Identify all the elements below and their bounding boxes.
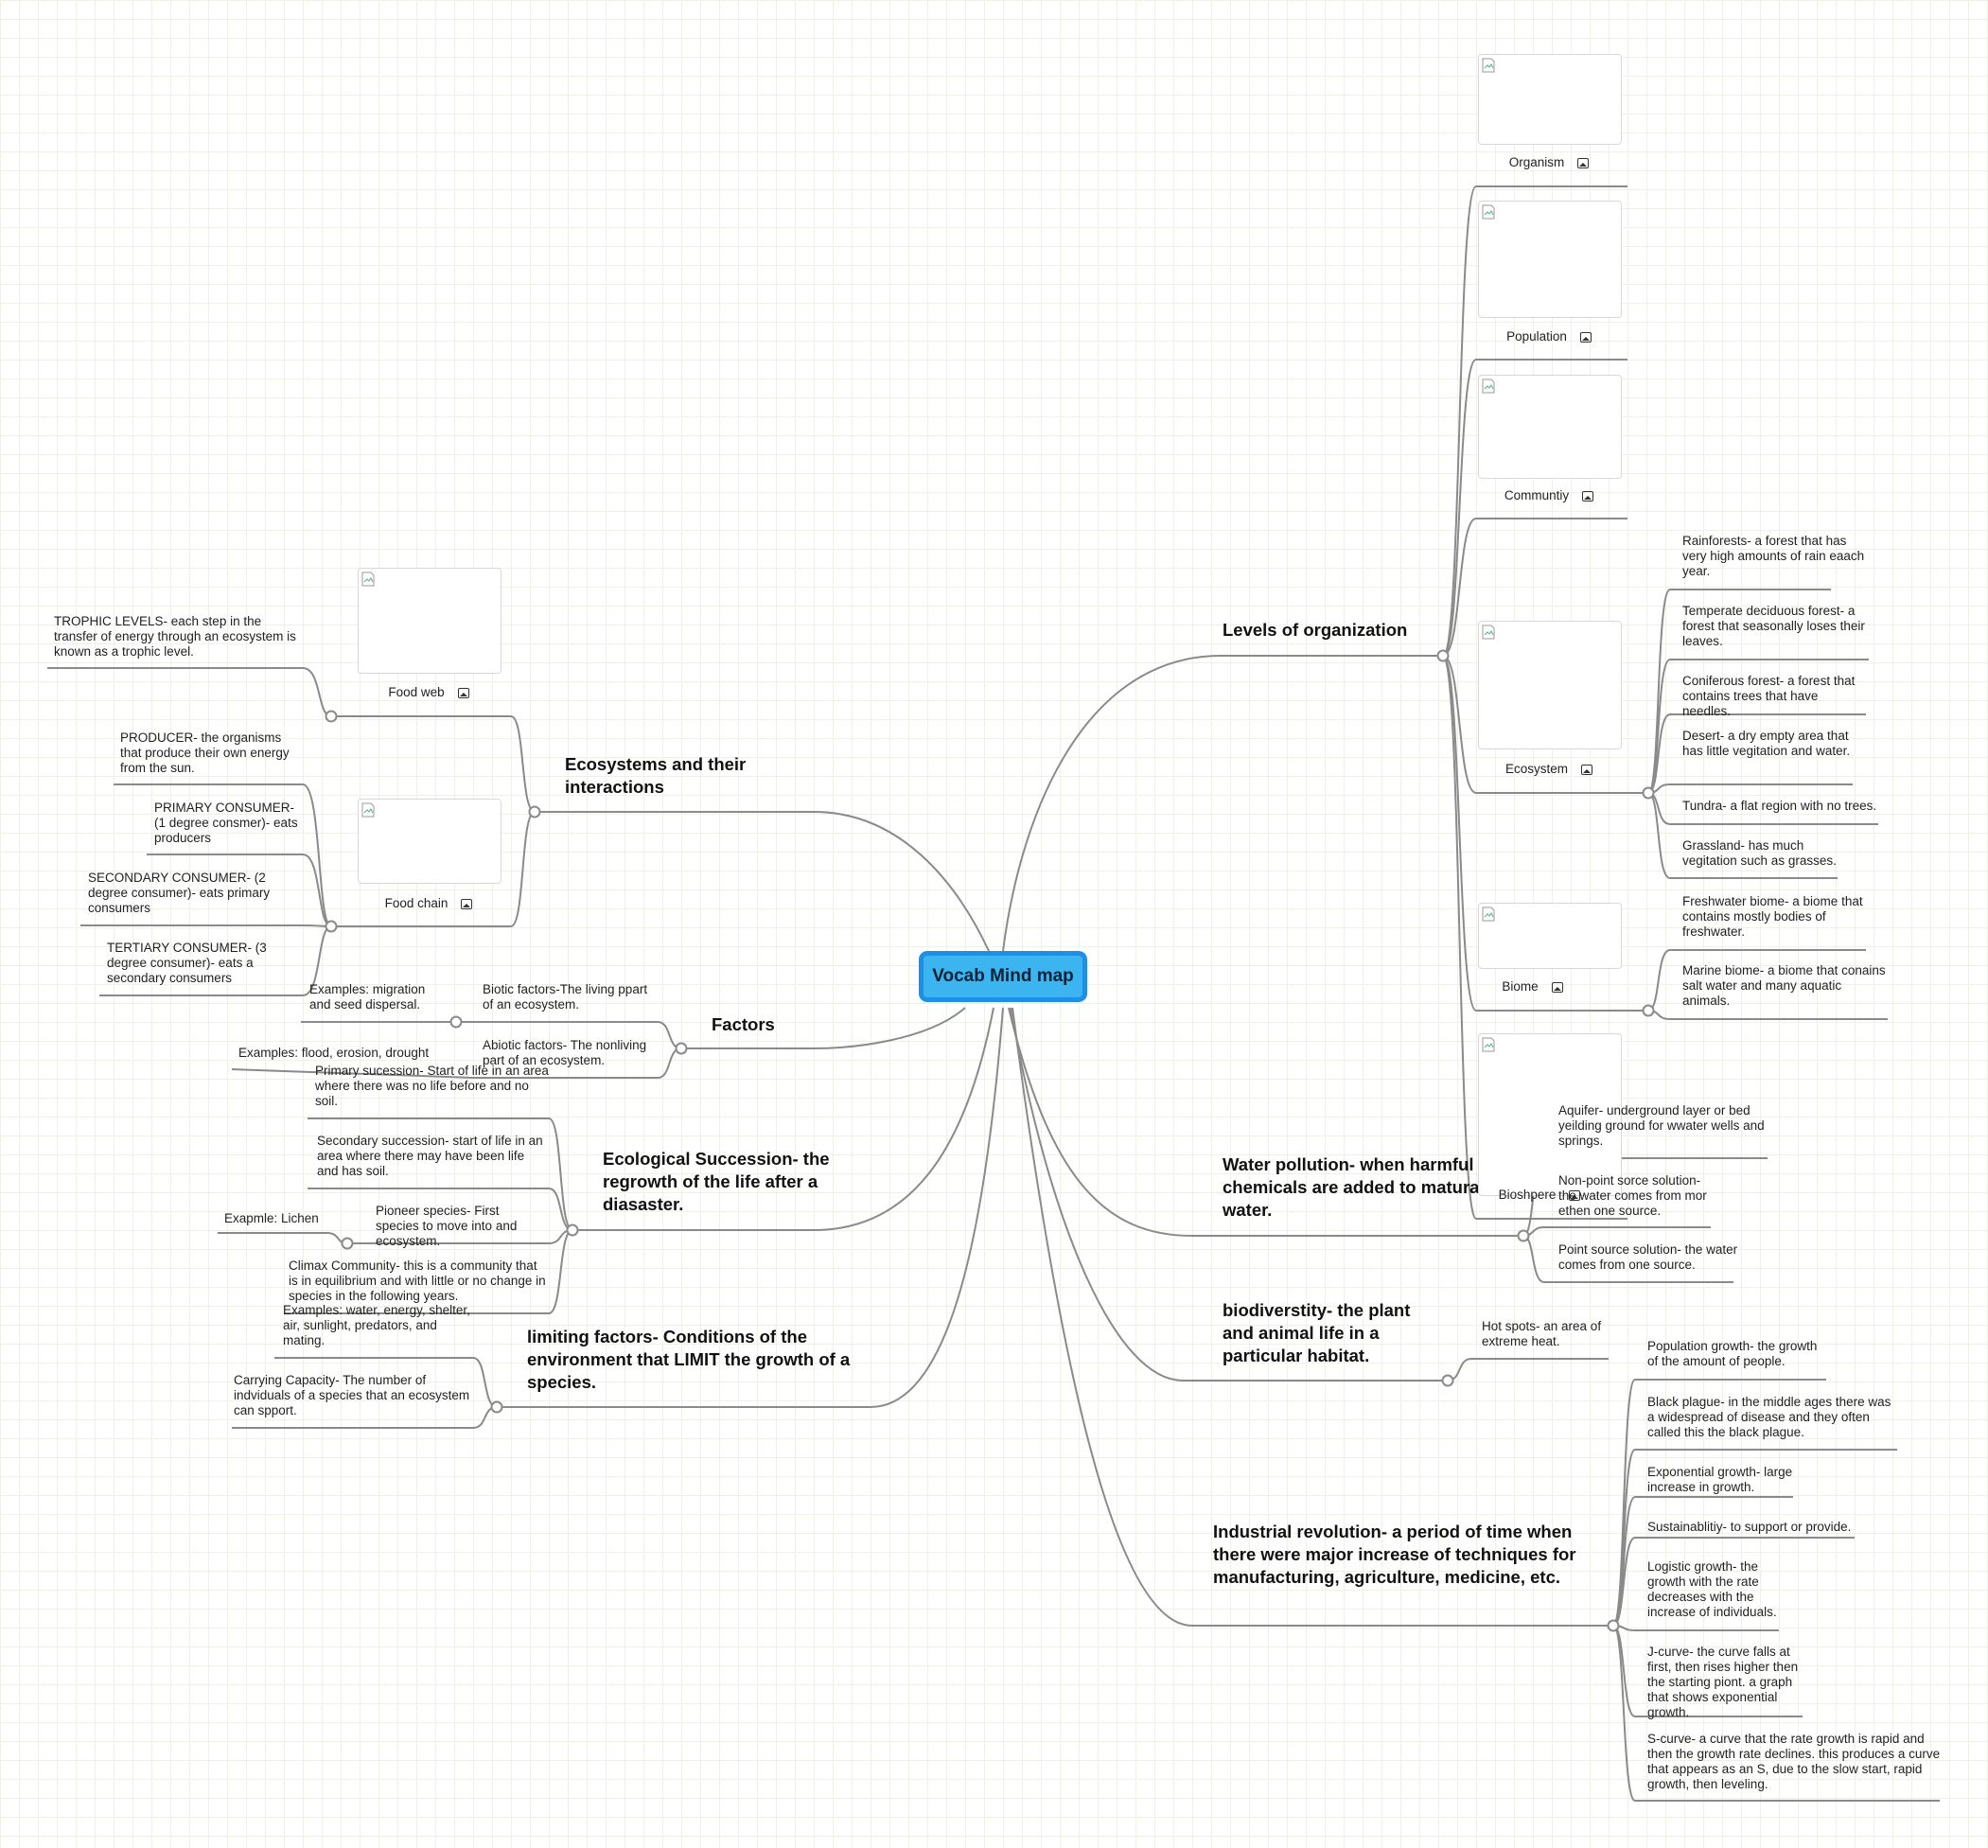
- leaf-temperate-deciduous-forest[interactable]: Temperate deciduous forest- a forest tha…: [1682, 604, 1865, 648]
- ecosystem-label: Ecosystem: [1504, 762, 1569, 776]
- branch-limiting-factors[interactable]: limiting factors- Conditions of the envi…: [527, 1327, 851, 1392]
- image-icon[interactable]: [1581, 765, 1593, 775]
- leaf-abiotic-factors[interactable]: Abiotic factors- The nonliving part of a…: [483, 1038, 647, 1067]
- leaf-primary-succession[interactable]: Primary sucession- Start of life in an a…: [315, 1064, 549, 1108]
- branch-biodiversity[interactable]: biodiverstity- the plant and animal life…: [1223, 1300, 1411, 1365]
- leaf-tundra[interactable]: Tundra- a flat region with no trees.: [1682, 799, 1877, 813]
- broken-image-icon: [1482, 378, 1495, 394]
- leaf-trophic-levels[interactable]: TROPHIC LEVELS- each step in the transfe…: [54, 614, 296, 659]
- leaf-biotic-example[interactable]: Examples: migration and seed dispersal.: [309, 982, 426, 1012]
- biosphere-node[interactable]: Bioshpere: [1487, 1188, 1592, 1203]
- leaf-pioneer-species[interactable]: Pioneer species- First species to move i…: [376, 1204, 518, 1248]
- population-node[interactable]: Population: [1478, 329, 1620, 344]
- leaf-producer[interactable]: PRODUCER- the organisms that produce the…: [120, 730, 290, 775]
- leaf-carrying-capacity[interactable]: Carrying Capacity- The number of indvidu…: [234, 1373, 470, 1417]
- leaf-aquifer[interactable]: Aquifer- underground layer or bed yeildi…: [1558, 1103, 1765, 1148]
- branch-water-pollution[interactable]: Water pollution- when harmful chemicals …: [1223, 1154, 1485, 1220]
- biosphere-label: Bioshpere: [1498, 1188, 1557, 1202]
- population-label: Population: [1506, 329, 1567, 343]
- leaf-tertiary-consumer[interactable]: TERTIARY CONSUMER- (3 degree consumer)- …: [107, 941, 267, 985]
- community-label: Communtiy: [1504, 488, 1570, 502]
- leaf-exponential-growth[interactable]: Exponential growth- large increase in gr…: [1647, 1465, 1793, 1494]
- broken-image-icon: [1482, 1037, 1495, 1052]
- ecosystem-node[interactable]: Ecosystem: [1478, 762, 1620, 777]
- image-icon[interactable]: [457, 688, 469, 698]
- leaf-logistic-growth[interactable]: Logistic growth- the growth with the rat…: [1647, 1559, 1777, 1619]
- biome-label: Biome: [1502, 979, 1539, 994]
- leaf-limiting-examples[interactable]: Examples: water, energy, shelter, air, s…: [283, 1303, 470, 1347]
- organism-image[interactable]: [1478, 54, 1622, 145]
- organism-label: Organism: [1508, 155, 1565, 169]
- food-web-image[interactable]: [358, 568, 501, 674]
- food-web-node[interactable]: Food web: [358, 685, 500, 700]
- leaf-biotic-factors[interactable]: Biotic factors-The living ppart of an ec…: [483, 982, 648, 1012]
- leaf-climax-community[interactable]: Climax Community- this is a community th…: [289, 1258, 546, 1303]
- leaf-freshwater-biome[interactable]: Freshwater biome- a biome that contains …: [1682, 894, 1863, 939]
- food-web-label: Food web: [388, 685, 445, 699]
- community-node[interactable]: Communtiy: [1478, 488, 1620, 503]
- leaf-abiotic-example[interactable]: Examples: flood, erosion, drought: [238, 1046, 430, 1060]
- leaf-secondary-succession[interactable]: Secondary succession- start of life in a…: [317, 1134, 543, 1178]
- image-icon[interactable]: [1579, 332, 1592, 343]
- leaf-j-curve[interactable]: J-curve- the curve falls at first, then …: [1647, 1645, 1799, 1719]
- image-icon[interactable]: [1577, 158, 1590, 168]
- broken-image-icon: [361, 802, 375, 818]
- ecosystem-image[interactable]: [1478, 621, 1622, 749]
- branch-ecological-succession[interactable]: Ecological Succession- the regrowth of t…: [603, 1149, 830, 1214]
- branch-levels-of-organization[interactable]: Levels of organization: [1223, 620, 1408, 640]
- community-image[interactable]: [1478, 375, 1622, 479]
- image-icon[interactable]: [1569, 1190, 1581, 1201]
- biome-node[interactable]: Biome: [1478, 979, 1587, 994]
- broken-image-icon: [1482, 204, 1495, 220]
- leaf-sustainability[interactable]: Sustainablitiy- to support or provide.: [1647, 1520, 1852, 1534]
- leaf-black-plague[interactable]: Black plague- in the middle ages there w…: [1647, 1395, 1891, 1439]
- leaf-desert[interactable]: Desert- a dry empty area that has little…: [1682, 729, 1851, 758]
- organism-node[interactable]: Organism: [1478, 155, 1620, 170]
- leaf-s-curve[interactable]: S-curve- a curve that the rate growth is…: [1647, 1732, 1941, 1791]
- image-icon[interactable]: [461, 899, 473, 909]
- food-chain-label: Food chain: [384, 896, 449, 910]
- leaf-pioneer-example[interactable]: Exapmle: Lichen: [224, 1211, 319, 1225]
- leaf-secondary-consumer[interactable]: SECONDARY CONSUMER- (2 degree consumer)-…: [88, 871, 271, 915]
- branch-ecosystems[interactable]: Ecosystems and their interactions: [565, 754, 747, 797]
- food-chain-node[interactable]: Food chain: [358, 896, 500, 911]
- leaf-non-point-source[interactable]: Non-point sorce solution- the water come…: [1558, 1173, 1707, 1218]
- leaf-primary-consumer[interactable]: PRIMARY CONSUMER- (1 degree consmer)- ea…: [154, 801, 298, 845]
- image-icon[interactable]: [1582, 491, 1594, 502]
- population-image[interactable]: [1478, 201, 1622, 318]
- broken-image-icon: [1482, 58, 1495, 73]
- leaf-coniferous-forest[interactable]: Coniferous forest- a forest that contain…: [1682, 674, 1856, 718]
- biome-image[interactable]: [1478, 903, 1622, 969]
- broken-image-icon: [1482, 625, 1495, 640]
- broken-image-icon: [361, 572, 375, 587]
- leaf-population-growth[interactable]: Population growth- the growth of the amo…: [1647, 1339, 1818, 1368]
- broken-image-icon: [1482, 906, 1495, 922]
- central-topic[interactable]: Vocab Mind map: [919, 951, 1087, 1002]
- branch-industrial-revolution[interactable]: Industrial revolution- a period of time …: [1213, 1522, 1576, 1587]
- food-chain-image[interactable]: [358, 799, 501, 884]
- leaf-grassland[interactable]: Grassland- has much vegitation such as g…: [1682, 838, 1837, 868]
- branch-factors[interactable]: Factors: [712, 1014, 775, 1034]
- leaf-point-source[interactable]: Point source solution- the water comes f…: [1558, 1242, 1738, 1272]
- leaf-hot-spots[interactable]: Hot spots- an area of extreme heat.: [1482, 1319, 1602, 1348]
- leaf-marine-biome[interactable]: Marine biome- a biome that conains salt …: [1682, 963, 1886, 1008]
- leaf-rainforests[interactable]: Rainforests- a forest that has very high…: [1682, 534, 1865, 578]
- image-icon[interactable]: [1551, 982, 1563, 993]
- biosphere-image[interactable]: [1478, 1033, 1622, 1196]
